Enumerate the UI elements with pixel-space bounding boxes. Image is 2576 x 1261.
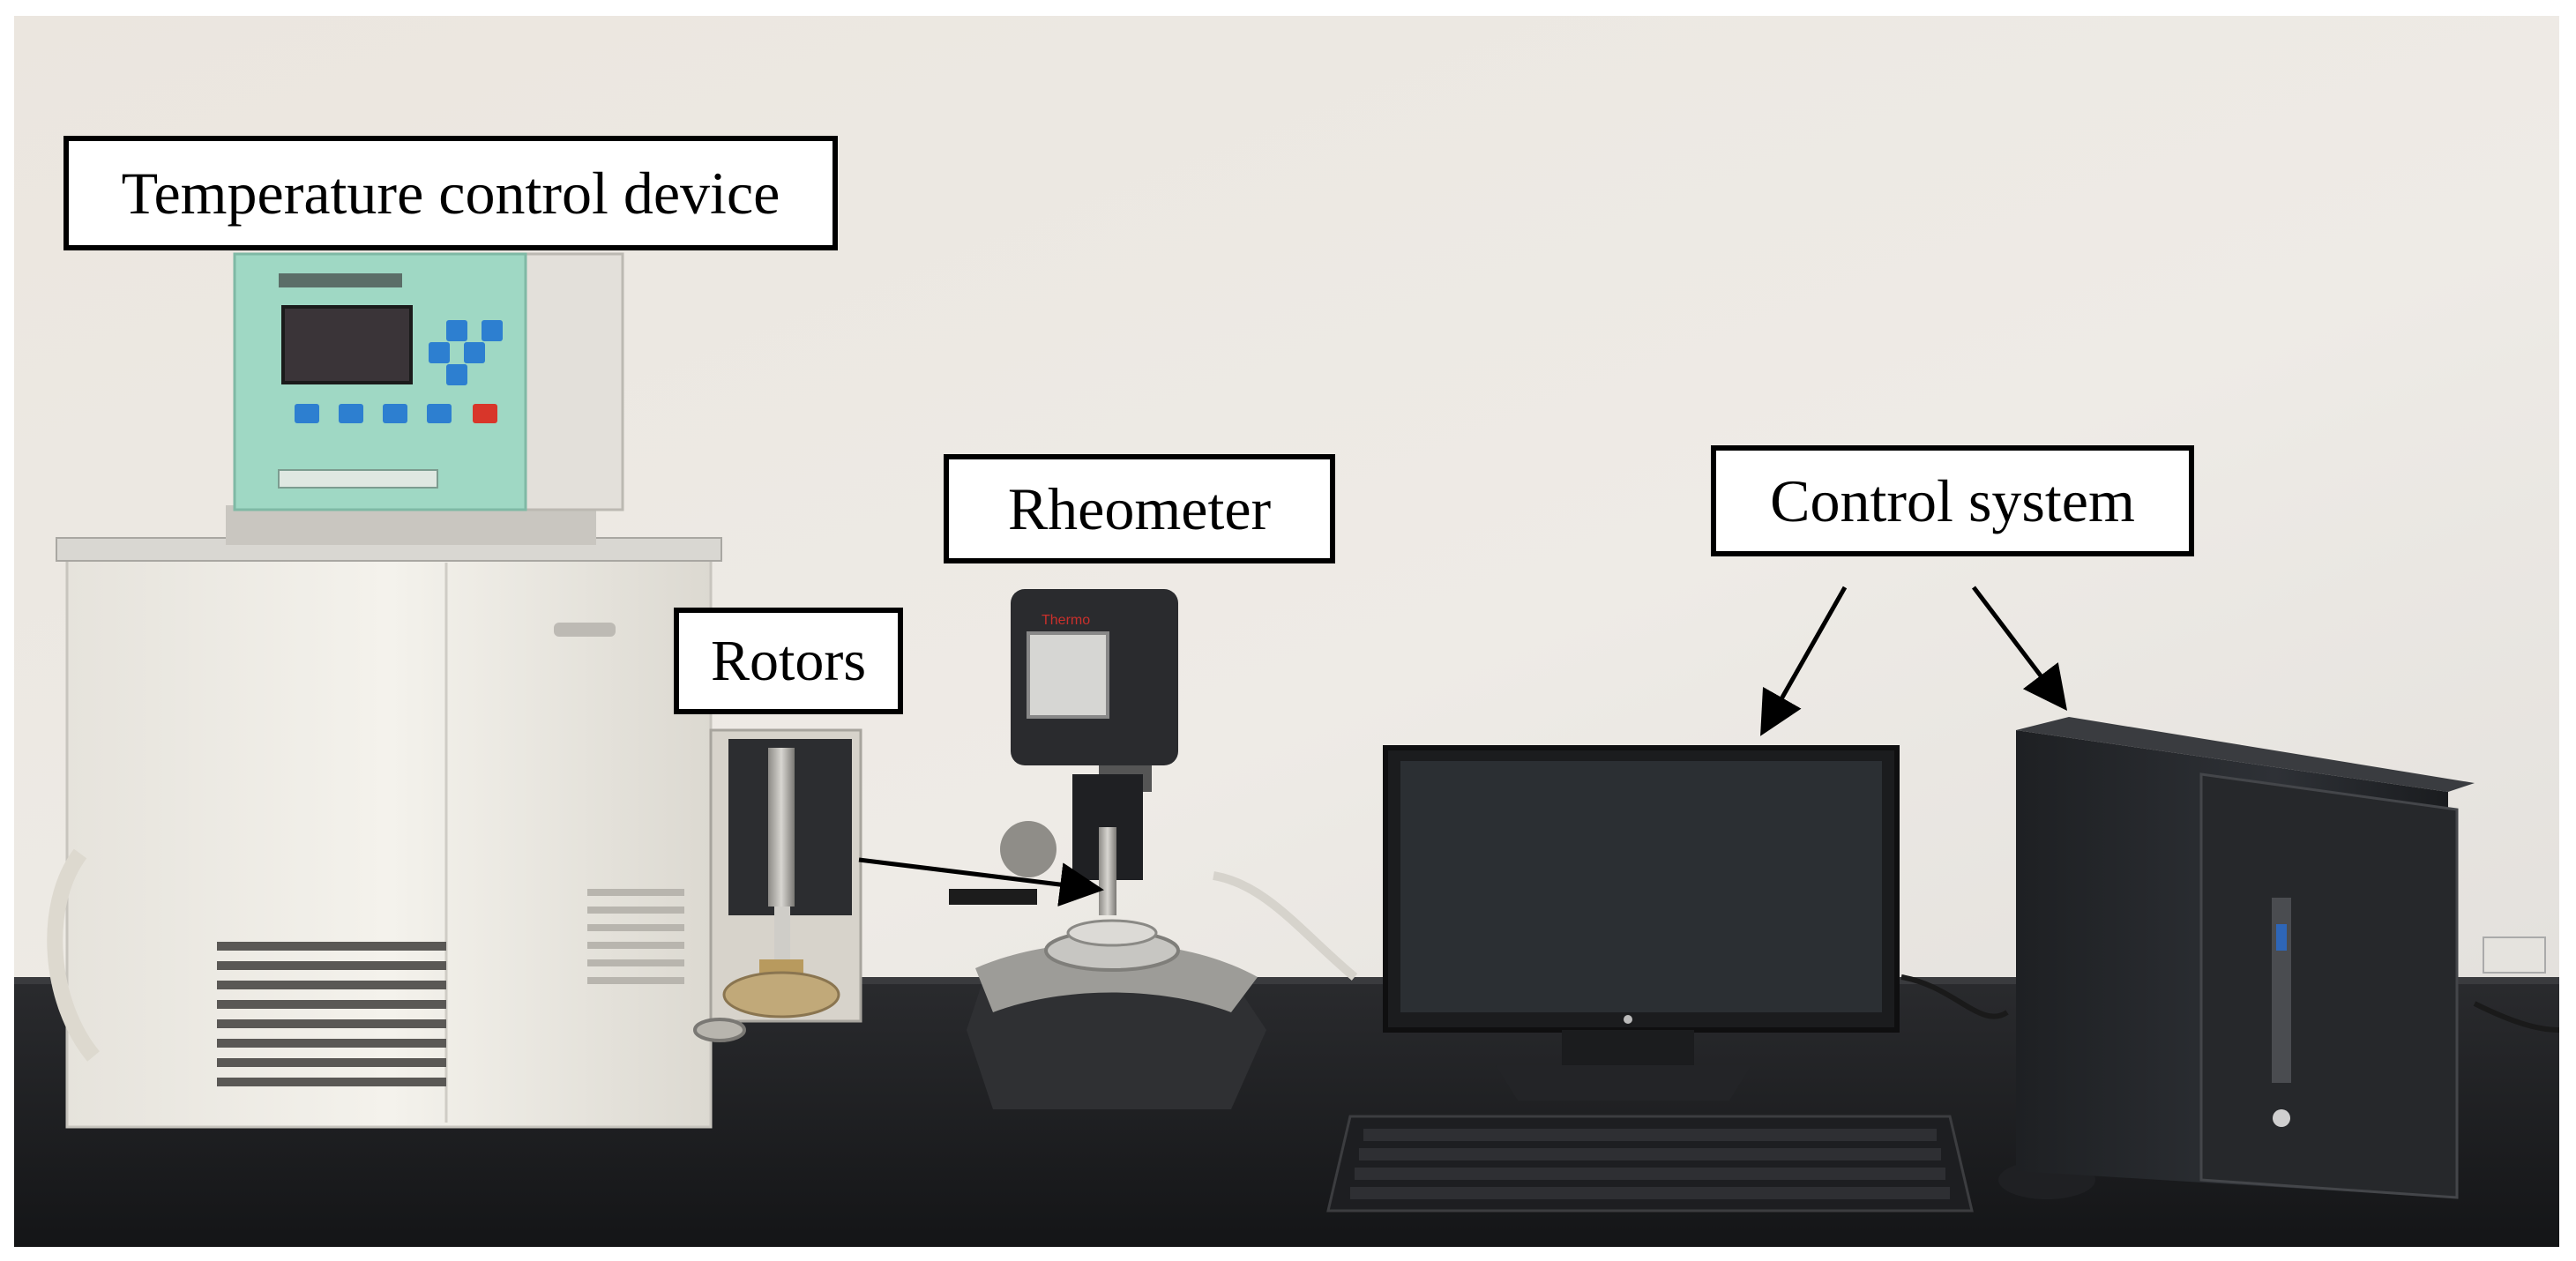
keyboard (1326, 1115, 1974, 1212)
label-control-system: Control system (1711, 445, 2194, 556)
arrow-monitor (1760, 586, 1848, 736)
rheometer-brand: Thermo (1042, 613, 1090, 628)
monitor (1383, 745, 1900, 1101)
arrow-rotors (858, 857, 1104, 907)
pc-tower (2016, 717, 2475, 1199)
label-rheometer: Rheometer (944, 454, 1335, 563)
rotors-stand (693, 728, 862, 1042)
arrow-tower (1972, 586, 2068, 711)
label-rotors: Rotors (674, 608, 903, 714)
label-temperature-control-device: Temperature control device (63, 136, 838, 250)
vent-grille (217, 942, 446, 1086)
control-buttons (295, 320, 503, 423)
rheometer: Thermo (949, 589, 1358, 1109)
temperature-control-device (47, 252, 722, 1129)
led-display (281, 305, 413, 384)
monitor-screen (1400, 761, 1882, 1012)
